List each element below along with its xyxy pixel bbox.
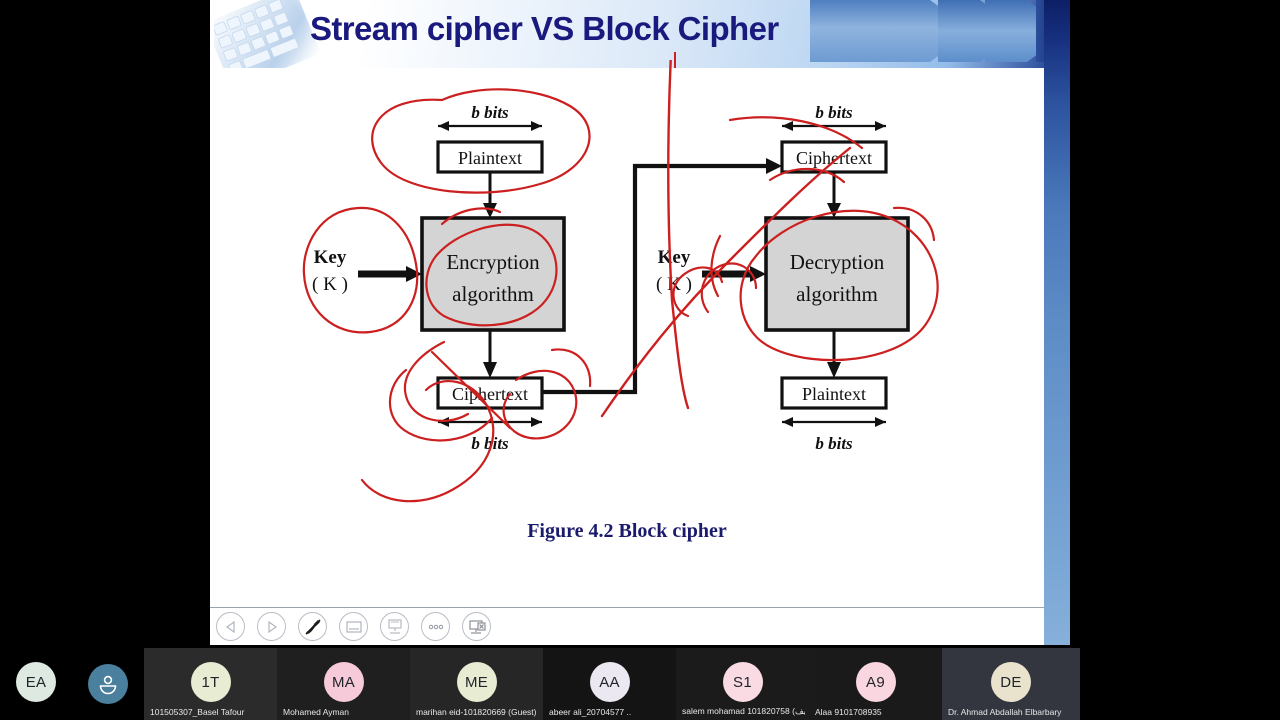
stop-presenting-button[interactable] bbox=[462, 612, 491, 641]
right-key-label-line1: Key bbox=[658, 247, 691, 268]
avatar: 1T bbox=[190, 662, 231, 702]
encryption-algorithm-line2: algorithm bbox=[452, 282, 534, 306]
presentation-slide[interactable]: Stream cipher VS Block Cipher bbox=[210, 0, 1070, 645]
participant-name: marihan eid-101820669 (Guest) bbox=[416, 707, 537, 717]
red-ink-annotations bbox=[302, 60, 939, 503]
left-top-bits-label: b bits bbox=[471, 103, 509, 122]
page-title: Stream cipher VS Block Cipher bbox=[310, 10, 779, 47]
avatar: AA bbox=[589, 662, 630, 702]
raise-hand-icon bbox=[88, 664, 128, 704]
participant-name: 101505307_Basel Tafour bbox=[150, 707, 245, 717]
right-bottom-bits-measure bbox=[782, 417, 886, 427]
participant-name: salem mohamad 101820758 (الضيف) bbox=[682, 706, 805, 716]
triangle-left-icon bbox=[225, 620, 235, 633]
left-plaintext-label: Plaintext bbox=[458, 148, 522, 168]
previous-slide-button[interactable] bbox=[216, 612, 245, 641]
slide-layout-button[interactable] bbox=[339, 612, 368, 641]
participant-tile[interactable]: DE Dr. Ahmad Abdallah Elbarbary bbox=[942, 648, 1080, 720]
avatar: S1 bbox=[722, 662, 763, 702]
left-bottom-bits-label: b bits bbox=[471, 434, 509, 453]
avatar: A9 bbox=[855, 662, 896, 702]
participant-name: Dr. Ahmad Abdallah Elbarbary bbox=[948, 707, 1062, 717]
participant-tile[interactable]: 1T 101505307_Basel Tafour bbox=[144, 648, 277, 720]
participant-tile[interactable]: MA Mohamed Ayman bbox=[277, 648, 410, 720]
participant-tile[interactable]: S1 salem mohamad 101820758 (الضيف) bbox=[676, 648, 809, 720]
participant-name: Alaa 9101708935 bbox=[815, 707, 882, 717]
block-cipher-diagram: b bits Plaintext Key ( K ) Encryption al… bbox=[210, 60, 1044, 540]
participant-tile[interactable] bbox=[72, 648, 144, 720]
right-top-bits-measure bbox=[782, 121, 886, 131]
participant-filmstrip[interactable]: EA 1T 101505307_Basel Tafour MA Mohamed Ayma… bbox=[0, 648, 1280, 720]
right-top-bits-label: b bits bbox=[815, 103, 853, 122]
left-top-bits-measure bbox=[438, 121, 542, 131]
avatar: MA bbox=[323, 662, 364, 702]
right-plaintext-label: Plaintext bbox=[802, 384, 866, 404]
decryption-algorithm-line2: algorithm bbox=[796, 282, 878, 306]
presenter-view-button[interactable] bbox=[380, 612, 409, 641]
slide-right-accent-bar bbox=[1044, 0, 1070, 645]
presentation-toolbar[interactable] bbox=[216, 612, 491, 641]
slide-header-band: Stream cipher VS Block Cipher bbox=[210, 0, 1070, 68]
left-key-label-line1: Key bbox=[314, 247, 347, 268]
avatar: ME bbox=[456, 662, 497, 702]
left-bottom-bits-measure bbox=[438, 417, 542, 427]
keyboard-watermark-image bbox=[214, 0, 332, 68]
participant-tile[interactable]: AA abeer ali_20704577 .. bbox=[543, 648, 676, 720]
slide-icon bbox=[345, 620, 362, 633]
shared-screen-stage[interactable]: Stream cipher VS Block Cipher bbox=[210, 0, 1070, 648]
avatar: DE bbox=[991, 662, 1031, 702]
encryption-algorithm-line1: Encryption bbox=[446, 250, 540, 274]
ellipsis-icon bbox=[428, 624, 443, 629]
right-bottom-bits-label: b bits bbox=[815, 434, 853, 453]
stop-present-icon bbox=[468, 619, 486, 634]
participant-name: abeer ali_20704577 .. bbox=[549, 707, 632, 717]
decryption-algorithm-line1: Decryption bbox=[790, 250, 885, 274]
participant-tile[interactable]: ME marihan eid-101820669 (Guest) bbox=[410, 648, 543, 720]
figure-caption: Figure 4.2 Block cipher bbox=[527, 520, 727, 542]
red-tick-annotation bbox=[674, 52, 676, 68]
left-ciphertext-label: Ciphertext bbox=[452, 384, 528, 404]
participant-tile[interactable]: EA bbox=[0, 648, 72, 720]
right-ciphertext-label: Ciphertext bbox=[796, 148, 872, 168]
presenter-icon bbox=[387, 618, 402, 634]
participant-name: Mohamed Ayman bbox=[283, 707, 349, 717]
left-key-label-line2: ( K ) bbox=[312, 274, 348, 295]
triangle-right-icon bbox=[267, 620, 277, 633]
more-options-button[interactable] bbox=[421, 612, 450, 641]
slide-divider bbox=[210, 607, 1044, 608]
avatar: EA bbox=[16, 662, 56, 702]
right-key-label-line2: ( K ) bbox=[656, 274, 692, 295]
pen-annotation-button[interactable] bbox=[298, 612, 327, 641]
pen-icon bbox=[304, 618, 321, 635]
diagram-svg: b bits Plaintext Key ( K ) Encryption al… bbox=[302, 60, 939, 503]
next-slide-button[interactable] bbox=[257, 612, 286, 641]
